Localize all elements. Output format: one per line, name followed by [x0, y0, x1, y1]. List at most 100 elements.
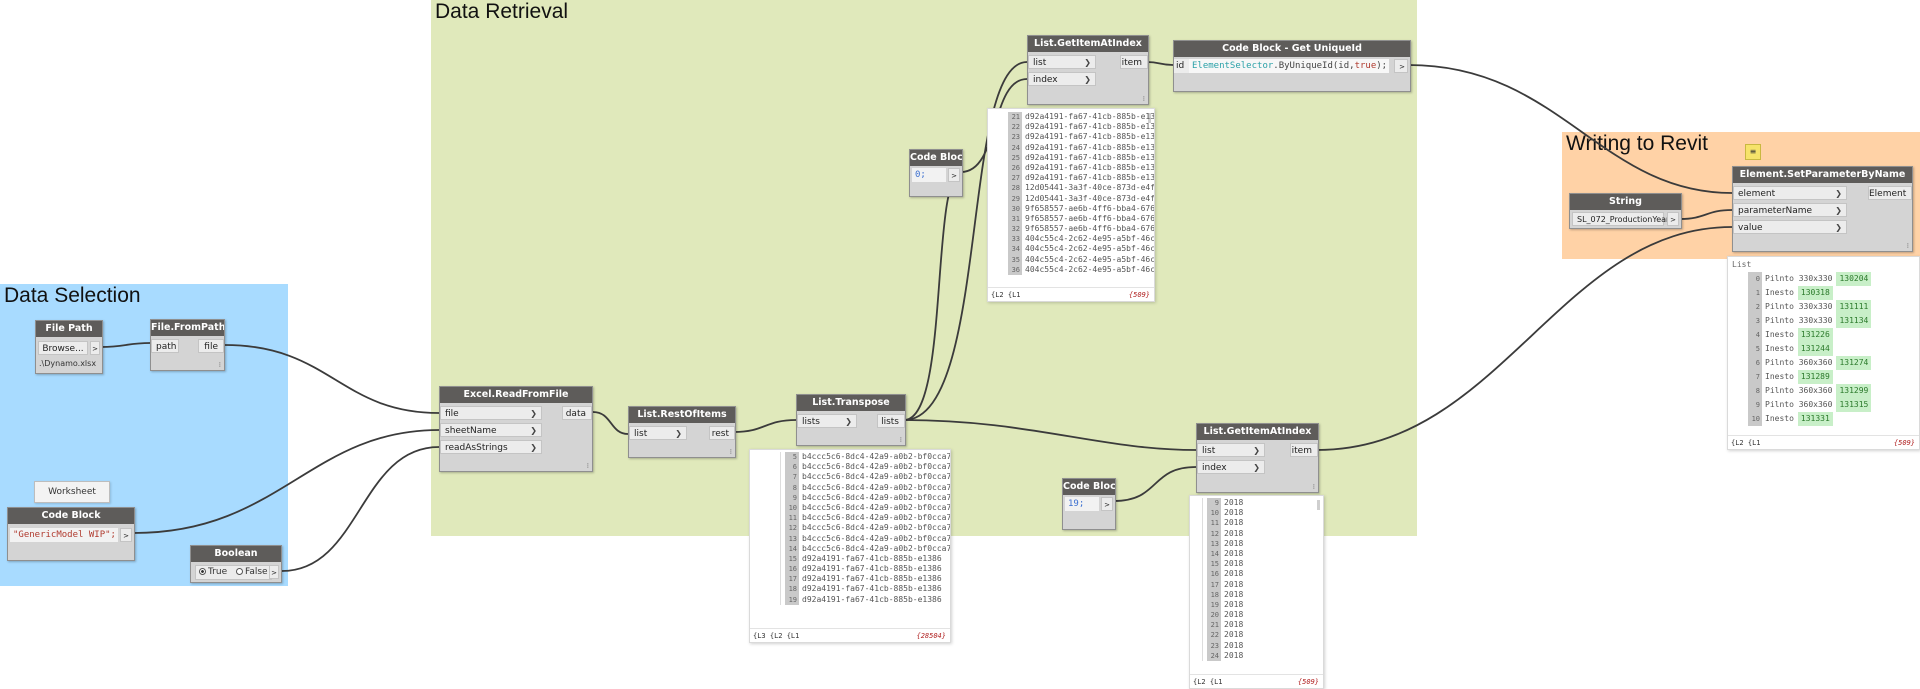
input-port-file[interactable]: file❯ [440, 406, 542, 420]
input-port-index[interactable]: index❯ [1028, 72, 1096, 86]
element-id-chip[interactable]: 131315 [1836, 398, 1872, 412]
boolean-node[interactable]: Boolean True False > [190, 545, 282, 583]
resize-grip[interactable]: ⁞ [899, 436, 902, 444]
row-value: d92a4191-fa67-41cb-885b-e1386 [802, 564, 942, 574]
list-levels: {L2 {L1 [991, 291, 1021, 299]
output-port-element[interactable]: Element [1868, 186, 1912, 200]
output-port-lists[interactable]: lists [877, 414, 905, 428]
group-title: Data Retrieval [435, 0, 569, 23]
file-from-path-node[interactable]: File.FromPath path file ⁞ [150, 319, 225, 371]
output-port[interactable]: > [1667, 212, 1679, 226]
true-radio[interactable] [199, 568, 206, 575]
row-index: 6 [785, 462, 799, 473]
wire [592, 411, 629, 435]
input-port-sheetname[interactable]: sheetName❯ [440, 423, 542, 437]
output-port-item[interactable]: item [1120, 55, 1148, 69]
element-id-chip[interactable]: 131134 [1836, 314, 1872, 328]
code-block-nineteen[interactable]: Code Block 19; > [1062, 478, 1116, 530]
false-radio[interactable] [236, 568, 243, 575]
list-get-item-at-index-top[interactable]: List.GetItemAtIndex list❯ index❯ item ⁞ [1027, 35, 1149, 105]
input-port-path[interactable]: path [151, 339, 179, 353]
boolean-selector[interactable]: True False [195, 565, 272, 580]
wire [1408, 64, 1733, 194]
element-id-chip[interactable]: 131289 [1797, 370, 1833, 384]
browse-button[interactable]: Browse... [38, 341, 88, 355]
input-port-index[interactable]: index❯ [1197, 460, 1265, 474]
get-item-top-preview[interactable]: 21d92a4191-fa67-41cb-885b-e138609822d92a… [987, 108, 1155, 302]
input-port-lists[interactable]: lists❯ [797, 414, 857, 428]
code-block-sheet-name[interactable]: Code Block "GenericModel WIP"; > [7, 507, 135, 561]
element-id-chip[interactable]: 131226 [1797, 328, 1833, 342]
notes-icon[interactable]: ≡ [1745, 144, 1761, 160]
input-port-readasstrings[interactable]: readAsStrings❯ [440, 440, 542, 454]
row-index: 5 [785, 452, 799, 463]
worksheet-name-note[interactable]: Worksheet Name [34, 481, 110, 517]
output-port[interactable]: > [1394, 59, 1408, 73]
row-value: Inesto [1765, 344, 1794, 353]
row-index: 9 [785, 492, 799, 503]
list-rest-of-items-node[interactable]: List.RestOfItems list❯ rest ⁞ [628, 406, 736, 458]
element-id-chip[interactable]: 131274 [1836, 356, 1872, 370]
output-port-data[interactable]: data [562, 406, 592, 420]
row-value: b4ccc5c6-8dc4-42a9-a0b2-bf0cca7 [802, 452, 951, 461]
string-node[interactable]: String SL_072_ProductionYear > [1569, 193, 1682, 229]
input-port-element[interactable]: element❯ [1733, 186, 1847, 200]
input-port-parametername[interactable]: parameterName❯ [1733, 203, 1847, 217]
code-editor[interactable]: ElementSelector.ByUniqueId(id,true); [1189, 59, 1389, 73]
input-port-list[interactable]: list❯ [1197, 443, 1265, 457]
scrollbar[interactable] [1317, 500, 1320, 510]
code-end: ); [1376, 61, 1388, 71]
row-value: b4ccc5c6-8dc4-42a9-a0b2-bf0cca7 [802, 543, 951, 553]
node-title: File Path [36, 321, 102, 337]
output-port[interactable]: > [269, 565, 279, 579]
element-id-chip[interactable]: 131244 [1797, 342, 1833, 356]
element-id-chip[interactable]: 131111 [1836, 300, 1872, 314]
string-value-input[interactable]: SL_072_ProductionYear [1572, 212, 1669, 226]
resize-grip[interactable]: ⁞ [1142, 95, 1145, 103]
input-port-list[interactable]: list❯ [1028, 55, 1096, 69]
code-block-zero[interactable]: Code Block 0; > [909, 149, 963, 197]
code-editor[interactable]: "GenericModel WIP"; [10, 528, 118, 542]
input-port-id[interactable]: id [1174, 59, 1190, 73]
element-id-chip[interactable]: 131299 [1836, 384, 1872, 398]
element-id-chip[interactable]: 130204 [1836, 272, 1872, 286]
output-port-item[interactable]: item [1290, 443, 1318, 457]
row-value: 2018 [1224, 508, 1244, 518]
list-get-item-at-index-bottom[interactable]: List.GetItemAtIndex list❯ index❯ item ⁞ [1196, 423, 1319, 493]
excel-read-from-file-node[interactable]: Excel.ReadFromFile file❯ sheetName❯ read… [439, 386, 593, 472]
scrollbar[interactable] [1148, 113, 1151, 123]
row-index: 16 [1207, 569, 1221, 580]
resize-grip[interactable]: ⁞ [586, 462, 589, 470]
resize-grip[interactable]: ⁞ [729, 448, 732, 456]
input-port-value[interactable]: value❯ [1733, 220, 1847, 234]
row-value: b4ccc5c6-8dc4-42a9-a0b2-bf0cca7 [802, 533, 951, 543]
resize-grip[interactable]: ⁞ [218, 361, 221, 369]
output-port[interactable]: > [948, 168, 960, 182]
file-path-node[interactable]: File Path Browse... > .\Dynamo.xlsx [35, 320, 103, 374]
element-set-parameter-by-name-node[interactable]: Element.SetParameterByName element❯ para… [1732, 166, 1913, 252]
resize-grip[interactable]: ⁞ [1312, 483, 1315, 491]
resize-grip[interactable]: ⁞ [1906, 242, 1909, 250]
code-block-get-uniqueid[interactable]: Code Block - Get UniqueId id ElementSele… [1173, 40, 1411, 92]
code-editor[interactable]: 0; [912, 168, 946, 182]
element-id-chip[interactable]: 130318 [1797, 286, 1833, 300]
element-id-chip[interactable]: 131331 [1797, 412, 1833, 426]
list-transpose-node[interactable]: List.Transpose lists❯ lists ⁞ [796, 394, 906, 446]
code-editor[interactable]: 19; [1065, 497, 1099, 511]
output-port-file[interactable]: file [198, 339, 224, 353]
output-port[interactable]: > [1101, 497, 1113, 511]
output-port-rest[interactable]: rest [709, 426, 735, 440]
wire [224, 344, 440, 414]
output-port[interactable]: > [120, 528, 132, 542]
row-value: 404c55c4-2c62-4e95-a5bf-46c5e0c4 [1025, 244, 1155, 254]
input-port-list[interactable]: list❯ [629, 426, 687, 440]
output-port[interactable]: > [90, 341, 100, 355]
wire [903, 171, 963, 421]
